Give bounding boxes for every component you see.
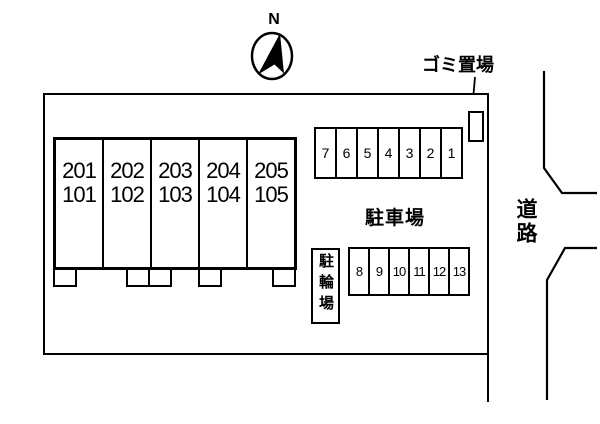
- parking-space-8: 8: [350, 249, 370, 294]
- parking-space-1: 1: [447, 145, 456, 161]
- building-unit-4: 204 104: [200, 140, 248, 267]
- unit-number-lower: 101: [62, 182, 97, 207]
- unit-number-upper: 205: [254, 158, 289, 183]
- parking-space-5: 5: [358, 129, 379, 177]
- unit-number-lower: 105: [254, 182, 289, 207]
- bicycle-parking-box: 駐輪場: [311, 248, 340, 324]
- unit-number-upper: 201: [62, 158, 97, 183]
- parking-space-10: 10: [390, 249, 410, 294]
- unit-number-upper: 204: [206, 158, 241, 183]
- road-edge-lower: [545, 246, 597, 400]
- parking-space-3: 3: [400, 129, 421, 177]
- compass-north-label: N: [268, 11, 280, 28]
- parking-space-13: 13: [452, 264, 466, 279]
- unit-number-lower: 104: [206, 182, 241, 207]
- parking-space-4: 4: [379, 129, 400, 177]
- road-edge-upper: [542, 71, 597, 195]
- parking-space-12: 12: [430, 249, 450, 294]
- parking-space-6: 6: [337, 129, 358, 177]
- parking-space-9: 9: [370, 249, 390, 294]
- building-unit-5: 205 105: [248, 140, 294, 267]
- entry-step: [198, 268, 222, 287]
- building-unit-1: 201 101: [56, 140, 104, 267]
- unit-number-lower: 102: [110, 182, 145, 207]
- parking-space-11: 11: [410, 249, 430, 294]
- parking-row-bottom: 8 9 10 11 12 13: [348, 247, 470, 296]
- entry-step: [53, 268, 77, 287]
- unit-number-upper: 202: [110, 158, 145, 183]
- apartment-building: 201 101 202 102 203 103 204 104 205 105: [53, 137, 297, 270]
- parking-row-top: 7 6 5 4 3 2 1: [314, 127, 463, 179]
- bicycle-parking-label: 駐輪場: [317, 253, 334, 316]
- compass-icon: [250, 31, 294, 81]
- garbage-area-label: ゴミ置場: [422, 55, 494, 75]
- garbage-area-box: [468, 111, 484, 142]
- unit-number-lower: 103: [158, 182, 193, 207]
- entry-step: [272, 268, 296, 287]
- building-unit-3: 203 103: [152, 140, 200, 267]
- parking-space-2: 2: [421, 129, 442, 177]
- unit-number-upper: 203: [158, 158, 193, 183]
- north-arrow-needle: [258, 33, 284, 75]
- parking-space-7: 7: [316, 129, 337, 177]
- entry-step: [148, 268, 172, 287]
- road-label: 道路: [514, 198, 537, 246]
- entry-step: [126, 268, 150, 287]
- building-unit-2: 202 102: [104, 140, 152, 267]
- parking-lot-label: 駐車場: [365, 208, 426, 229]
